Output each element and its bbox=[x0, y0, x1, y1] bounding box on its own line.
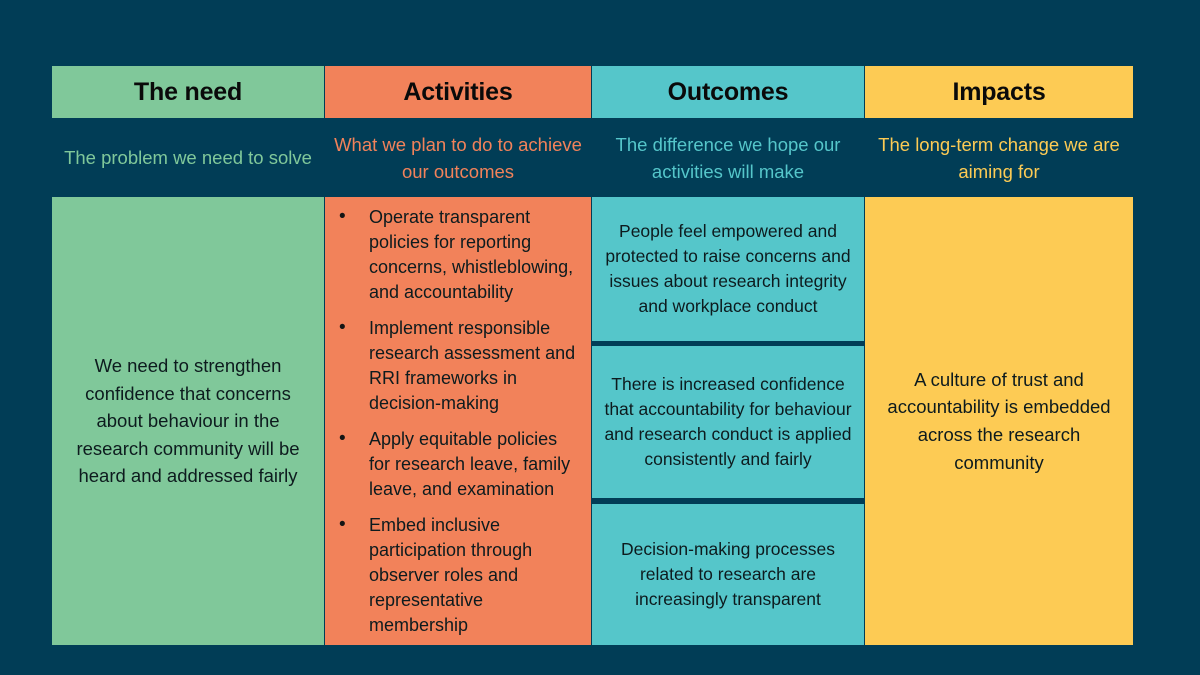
column-subtitle-label: The problem we need to solve bbox=[64, 147, 312, 169]
column-subtitle-label: The long-term change we are aiming for bbox=[878, 134, 1120, 182]
outcome-card: There is increased confidence that accou… bbox=[592, 346, 864, 498]
list-item: Embed inclusive participation through ob… bbox=[329, 512, 581, 638]
column-header-activities: Activities bbox=[325, 66, 591, 118]
column-body-activities: Operate transparent policies for reporti… bbox=[325, 197, 591, 645]
outcome-card-text: Decision-making processes related to res… bbox=[621, 539, 835, 609]
outcome-card-text: People feel empowered and protected to r… bbox=[605, 221, 851, 316]
column-subtitle-impacts: The long-term change we are aiming for bbox=[865, 118, 1133, 197]
impact-statement-text: A culture of trust and accountability is… bbox=[887, 368, 1111, 473]
column-header-outcomes: Outcomes bbox=[592, 66, 864, 118]
column-header-label: Impacts bbox=[952, 77, 1046, 106]
column-body-impacts: A culture of trust and accountability is… bbox=[865, 197, 1133, 645]
column-header-the-need: The need bbox=[52, 66, 324, 118]
column-subtitle-the-need: The problem we need to solve bbox=[52, 118, 324, 197]
column-body-the-need: We need to strengthen confidence that co… bbox=[52, 197, 324, 645]
column-header-label: The need bbox=[133, 77, 243, 106]
column-subtitle-outcomes: The difference we hope our activities wi… bbox=[592, 118, 864, 197]
column-subtitle-activities: What we plan to do to achieve our outcom… bbox=[325, 118, 591, 197]
outcome-card: People feel empowered and protected to r… bbox=[592, 197, 864, 341]
column-subtitle-label: What we plan to do to achieve our outcom… bbox=[334, 134, 582, 182]
activities-bullet-list: Operate transparent policies for reporti… bbox=[329, 204, 581, 638]
column-header-impacts: Impacts bbox=[865, 66, 1133, 118]
column-header-label: Activities bbox=[403, 77, 513, 106]
list-item: Apply equitable policies for research le… bbox=[329, 426, 581, 502]
column-body-outcomes: People feel empowered and protected to r… bbox=[592, 197, 864, 645]
outcome-card: Decision-making processes related to res… bbox=[592, 504, 864, 645]
outcome-card-text: There is increased confidence that accou… bbox=[604, 374, 852, 469]
list-item: Operate transparent policies for reporti… bbox=[329, 204, 581, 305]
column-subtitle-label: The difference we hope our activities wi… bbox=[615, 134, 841, 182]
need-statement-text: We need to strengthen confidence that co… bbox=[76, 355, 300, 487]
column-header-label: Outcomes bbox=[667, 77, 789, 106]
logic-model-board: The need Activities Outcomes Impacts The… bbox=[52, 66, 1133, 646]
list-item: Implement responsible research assessmen… bbox=[329, 315, 581, 416]
